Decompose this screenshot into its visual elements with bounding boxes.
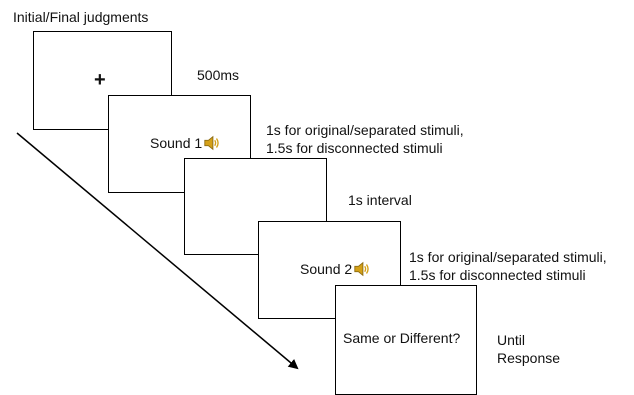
interval-duration: 1s interval xyxy=(348,192,412,208)
response-duration-line1: Until xyxy=(497,332,526,348)
sound2-label: Sound 2 xyxy=(300,261,353,277)
response-prompt: Same or Different? xyxy=(343,330,461,346)
sound2-duration-line2: 1.5s for disconnected stimuli xyxy=(409,267,586,283)
fixation-duration: 500ms xyxy=(197,67,240,83)
fixation-cross: + xyxy=(94,69,106,91)
time-arrow xyxy=(16,132,299,370)
sound1-duration-line1: 1s for original/separated stimuli, xyxy=(266,122,464,138)
sound1-label-group: Sound 1 xyxy=(150,134,221,152)
sound1-duration-line2: 1.5s for disconnected stimuli xyxy=(266,140,443,156)
speaker-icon xyxy=(354,261,369,277)
sound2-duration-line1: 1s for original/separated stimuli, xyxy=(409,249,607,265)
sound1-label: Sound 1 xyxy=(150,135,203,151)
sound2-label-group: Sound 2 xyxy=(300,260,371,278)
response-frame xyxy=(335,285,477,395)
speaker-icon xyxy=(204,135,219,151)
response-duration-line2: Response xyxy=(497,350,561,366)
diagram-title: Initial/Final judgments xyxy=(13,9,149,25)
